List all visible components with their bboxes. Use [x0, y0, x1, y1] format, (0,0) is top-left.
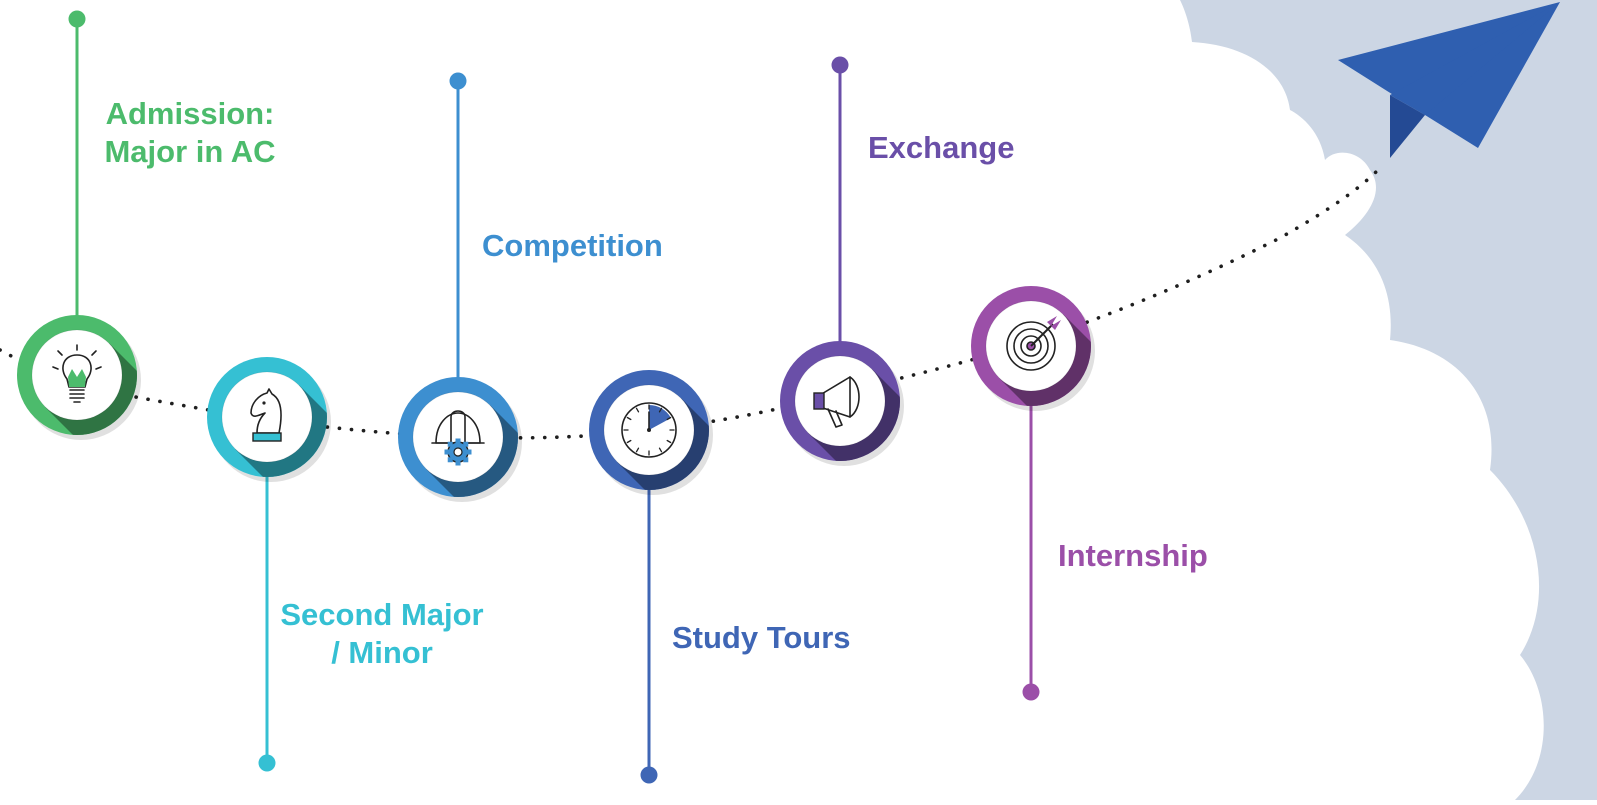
label-line: Study Tours	[672, 620, 851, 655]
node-ring	[207, 357, 331, 482]
milestone-second-major	[207, 357, 331, 772]
stem-end-dot	[449, 72, 467, 90]
milestone-label-study-tours: Study Tours	[672, 619, 851, 657]
milestone-label-internship: Internship	[1058, 537, 1208, 575]
megaphone-icon	[813, 376, 860, 428]
milestone-internship	[971, 286, 1095, 701]
milestone-nodes	[17, 10, 1095, 784]
stem-end-dot	[1022, 683, 1040, 701]
stem-end-dot	[258, 754, 276, 772]
node-ring	[17, 315, 141, 440]
node-ring	[780, 341, 904, 466]
lightbulb-icon	[52, 344, 102, 403]
helmet-gear-icon	[431, 410, 485, 466]
label-line: Second Major	[280, 597, 484, 632]
stem-end-dot	[68, 10, 86, 28]
milestone-label-competition: Competition	[482, 227, 663, 265]
clock-icon	[621, 402, 677, 458]
milestone-label-exchange: Exchange	[868, 129, 1014, 167]
node-ring	[398, 377, 522, 502]
node-ring	[589, 370, 713, 495]
paper-plane-icon	[1338, 2, 1560, 158]
label-line: Admission:	[105, 96, 275, 131]
milestone-competition	[398, 72, 522, 502]
node-ring	[971, 286, 1095, 411]
milestone-study-tours	[589, 370, 713, 784]
milestone-admission	[17, 10, 141, 440]
cloud-shape	[1180, 0, 1597, 800]
label-line: Internship	[1058, 538, 1208, 573]
milestone-label-second-major: Second Major/ Minor	[252, 596, 512, 672]
chess-knight-icon	[250, 388, 282, 442]
label-line: / Minor	[331, 635, 433, 670]
label-line: Major in AC	[104, 134, 276, 169]
stem-end-dot	[831, 56, 849, 74]
milestone-label-admission: Admission:Major in AC	[60, 95, 320, 171]
stem-end-dot	[640, 766, 658, 784]
label-line: Competition	[482, 228, 663, 263]
label-line: Exchange	[868, 130, 1015, 165]
target-icon	[1006, 316, 1061, 371]
